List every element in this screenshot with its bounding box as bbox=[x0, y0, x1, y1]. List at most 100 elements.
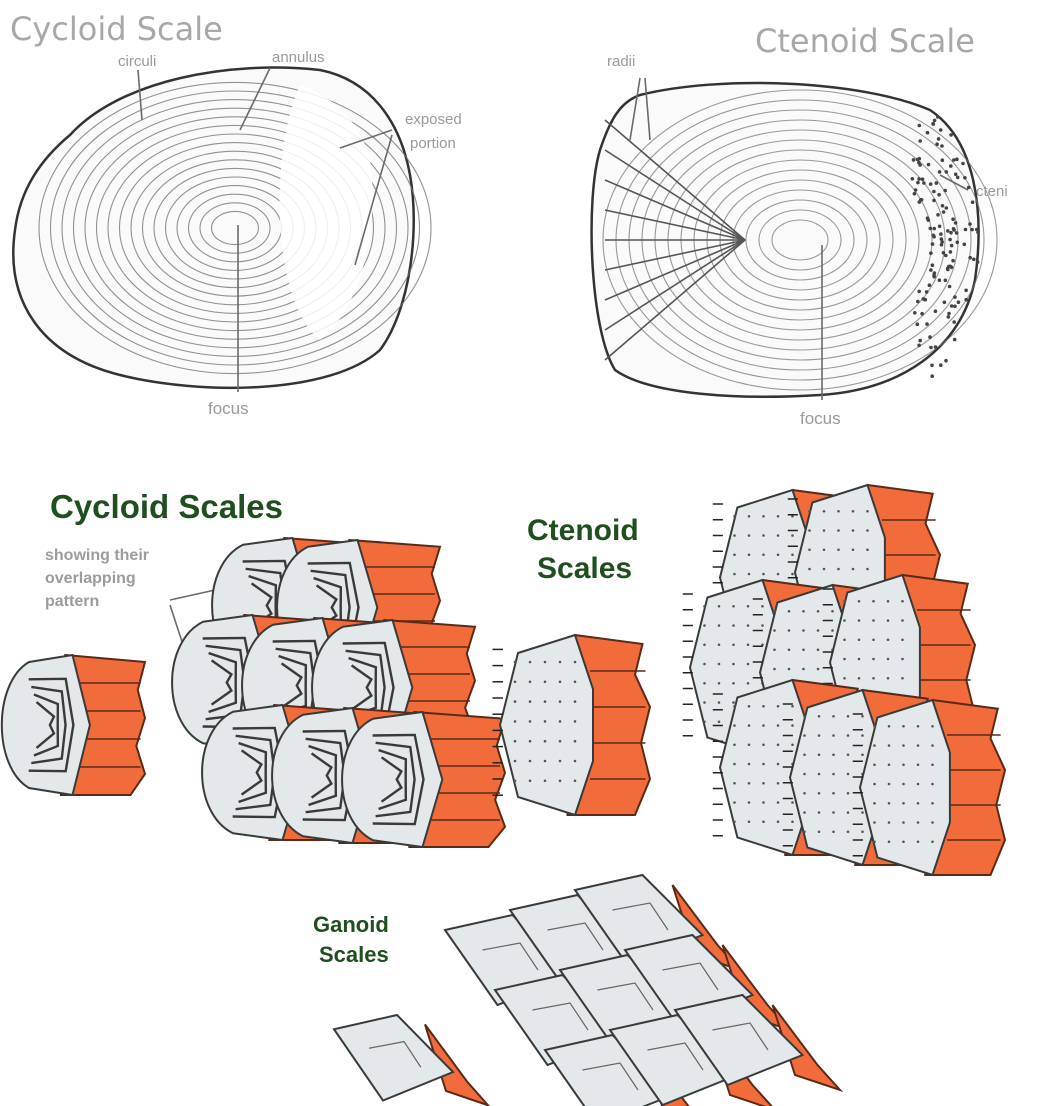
spine-dot bbox=[802, 629, 805, 632]
ctenus bbox=[933, 119, 937, 123]
spine-dot bbox=[718, 663, 721, 666]
spine-dot bbox=[748, 534, 751, 537]
spine-dot bbox=[574, 760, 577, 763]
spine-dot bbox=[791, 820, 794, 823]
spine-dot bbox=[818, 792, 821, 795]
spine-dot bbox=[574, 720, 577, 723]
ctenus bbox=[934, 345, 938, 349]
ctenus bbox=[916, 158, 920, 162]
ctenus bbox=[937, 137, 941, 141]
ctenus bbox=[932, 227, 936, 231]
cteni-label: cteni bbox=[976, 183, 1008, 200]
spine-dot bbox=[888, 802, 891, 805]
ctenus bbox=[952, 320, 956, 324]
exposed-label-line2: portion bbox=[410, 135, 456, 152]
spine-dot bbox=[902, 802, 905, 805]
spine-dot bbox=[847, 792, 850, 795]
spine-dot bbox=[733, 515, 736, 518]
spine-dot bbox=[791, 724, 794, 727]
spine-dot bbox=[852, 510, 855, 513]
spine-dot bbox=[791, 534, 794, 537]
ctenus bbox=[968, 256, 972, 260]
spine-dot bbox=[777, 820, 780, 823]
spine-dot bbox=[931, 821, 934, 824]
spine-dot bbox=[748, 782, 751, 785]
ctenus bbox=[917, 161, 921, 165]
spine-dot bbox=[733, 782, 736, 785]
spine-dot bbox=[817, 668, 820, 671]
ctenus bbox=[932, 234, 936, 238]
spine-dot bbox=[762, 705, 765, 708]
spine-dot bbox=[703, 643, 706, 646]
spine-dot bbox=[872, 638, 875, 641]
ctenus bbox=[928, 335, 932, 339]
ctenus bbox=[967, 186, 971, 190]
ctenus bbox=[945, 206, 949, 210]
ctenus bbox=[944, 254, 948, 258]
spine-dot bbox=[747, 682, 750, 685]
ctenus bbox=[950, 244, 954, 248]
ctenus bbox=[964, 289, 968, 293]
spine-dot bbox=[803, 792, 806, 795]
spine-dot bbox=[762, 534, 765, 537]
ctenus bbox=[940, 240, 944, 244]
spine-dot bbox=[718, 605, 721, 608]
ctenus bbox=[963, 243, 967, 247]
spine-dot bbox=[748, 515, 751, 518]
ctenoid-scale-group bbox=[683, 485, 1005, 875]
spine-dot bbox=[861, 753, 864, 756]
spine-dot bbox=[802, 648, 805, 651]
spine-dot bbox=[574, 740, 577, 743]
spine-dot bbox=[791, 801, 794, 804]
spine-dot bbox=[574, 661, 577, 664]
spine-dot bbox=[823, 510, 826, 513]
spine-dot bbox=[872, 600, 875, 603]
spine-dot bbox=[803, 773, 806, 776]
spine-dot bbox=[718, 701, 721, 704]
ctenus bbox=[931, 263, 935, 267]
ctenus bbox=[956, 176, 960, 180]
spine-dot bbox=[847, 830, 850, 833]
ctenus bbox=[925, 322, 929, 326]
spine-dot bbox=[703, 720, 706, 723]
spine-dot bbox=[747, 624, 750, 627]
ctenus bbox=[913, 192, 917, 196]
spine-dot bbox=[748, 705, 751, 708]
ganoid-scale-single bbox=[334, 1015, 488, 1105]
spine-dot bbox=[888, 725, 891, 728]
ctenus bbox=[929, 227, 933, 231]
cycloid-scale-group bbox=[172, 538, 505, 847]
ctenus bbox=[940, 144, 944, 148]
spine-dot bbox=[837, 529, 840, 532]
spine-dot bbox=[762, 782, 765, 785]
ctenus bbox=[972, 258, 976, 262]
spine-dot bbox=[761, 624, 764, 627]
ctenus bbox=[953, 338, 957, 342]
spine-dot bbox=[823, 568, 826, 571]
ctenus bbox=[951, 259, 955, 263]
cycloid-scale bbox=[2, 655, 145, 795]
spine-dot bbox=[803, 734, 806, 737]
spine-dot bbox=[718, 720, 721, 723]
ctenoid-scales-heading-line2: Scales bbox=[537, 552, 632, 585]
spine-dot bbox=[574, 681, 577, 684]
spine-dot bbox=[888, 783, 891, 786]
spine-dot bbox=[788, 668, 791, 671]
spine-dot bbox=[773, 610, 776, 613]
ctenoid-scale-single bbox=[493, 635, 651, 815]
spine-dot bbox=[902, 821, 905, 824]
spine-dot bbox=[747, 643, 750, 646]
ctenoid-scale-title: Ctenoid Scale bbox=[755, 22, 975, 60]
ctenus bbox=[948, 285, 952, 289]
ctenus bbox=[947, 315, 951, 319]
spine-dot bbox=[791, 743, 794, 746]
ctenus bbox=[916, 322, 920, 326]
ctenoid-scale-sketch bbox=[592, 78, 997, 400]
spine-dot bbox=[747, 605, 750, 608]
cycloid-scale bbox=[342, 712, 505, 847]
ctenus bbox=[939, 232, 943, 236]
spine-dot bbox=[917, 725, 920, 728]
spine-dot bbox=[901, 677, 904, 680]
ctenus bbox=[941, 204, 945, 208]
spine-dot bbox=[861, 811, 864, 814]
